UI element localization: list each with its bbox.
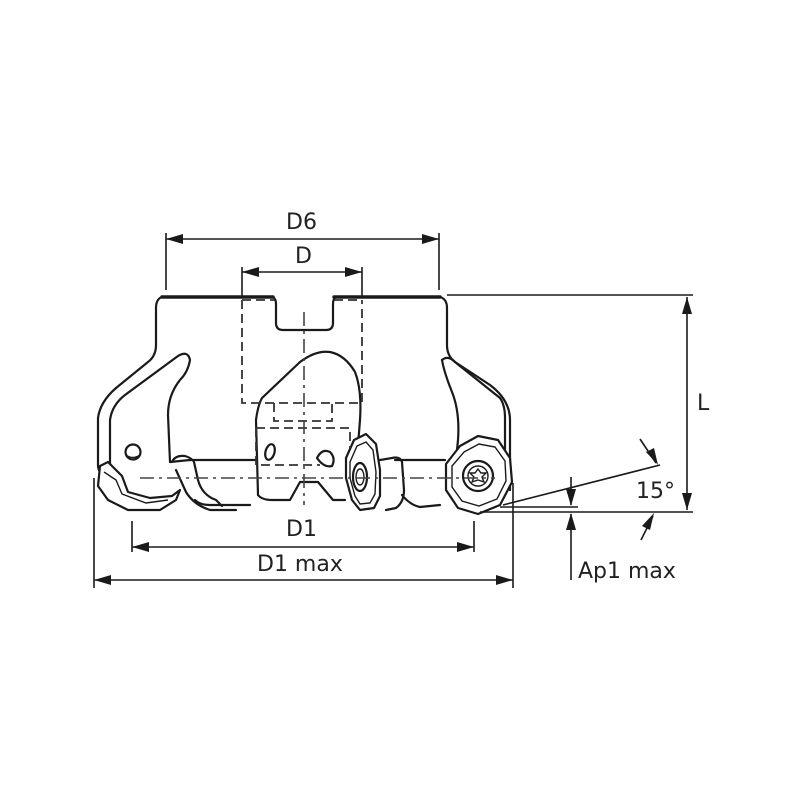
label-ap1-max: Ap1 max: [578, 559, 676, 584]
right-insert: [444, 434, 514, 516]
label-l: L: [697, 391, 710, 416]
label-d1: D1: [286, 517, 317, 542]
coolant-hole-center: [264, 443, 276, 461]
label-d: D: [295, 244, 312, 269]
label-d1-max: D1 max: [257, 552, 343, 577]
label-angle-15: 15°: [636, 479, 675, 504]
dimension-ap1-max: [500, 477, 578, 580]
center-insert: [344, 432, 382, 512]
hidden-bore-lines: [241, 299, 363, 466]
dimension-d6: [165, 233, 440, 290]
dimension-l: [447, 294, 693, 513]
left-insert: [96, 460, 182, 512]
cutter-body: [96, 295, 514, 516]
dimension-d: [241, 267, 363, 296]
dimension-d1: [131, 521, 475, 552]
coolant-hole-left: [124, 443, 142, 461]
label-d6: D6: [286, 210, 317, 235]
dimension-angle-15: [502, 438, 661, 541]
dimension-d1-max: [93, 478, 514, 588]
